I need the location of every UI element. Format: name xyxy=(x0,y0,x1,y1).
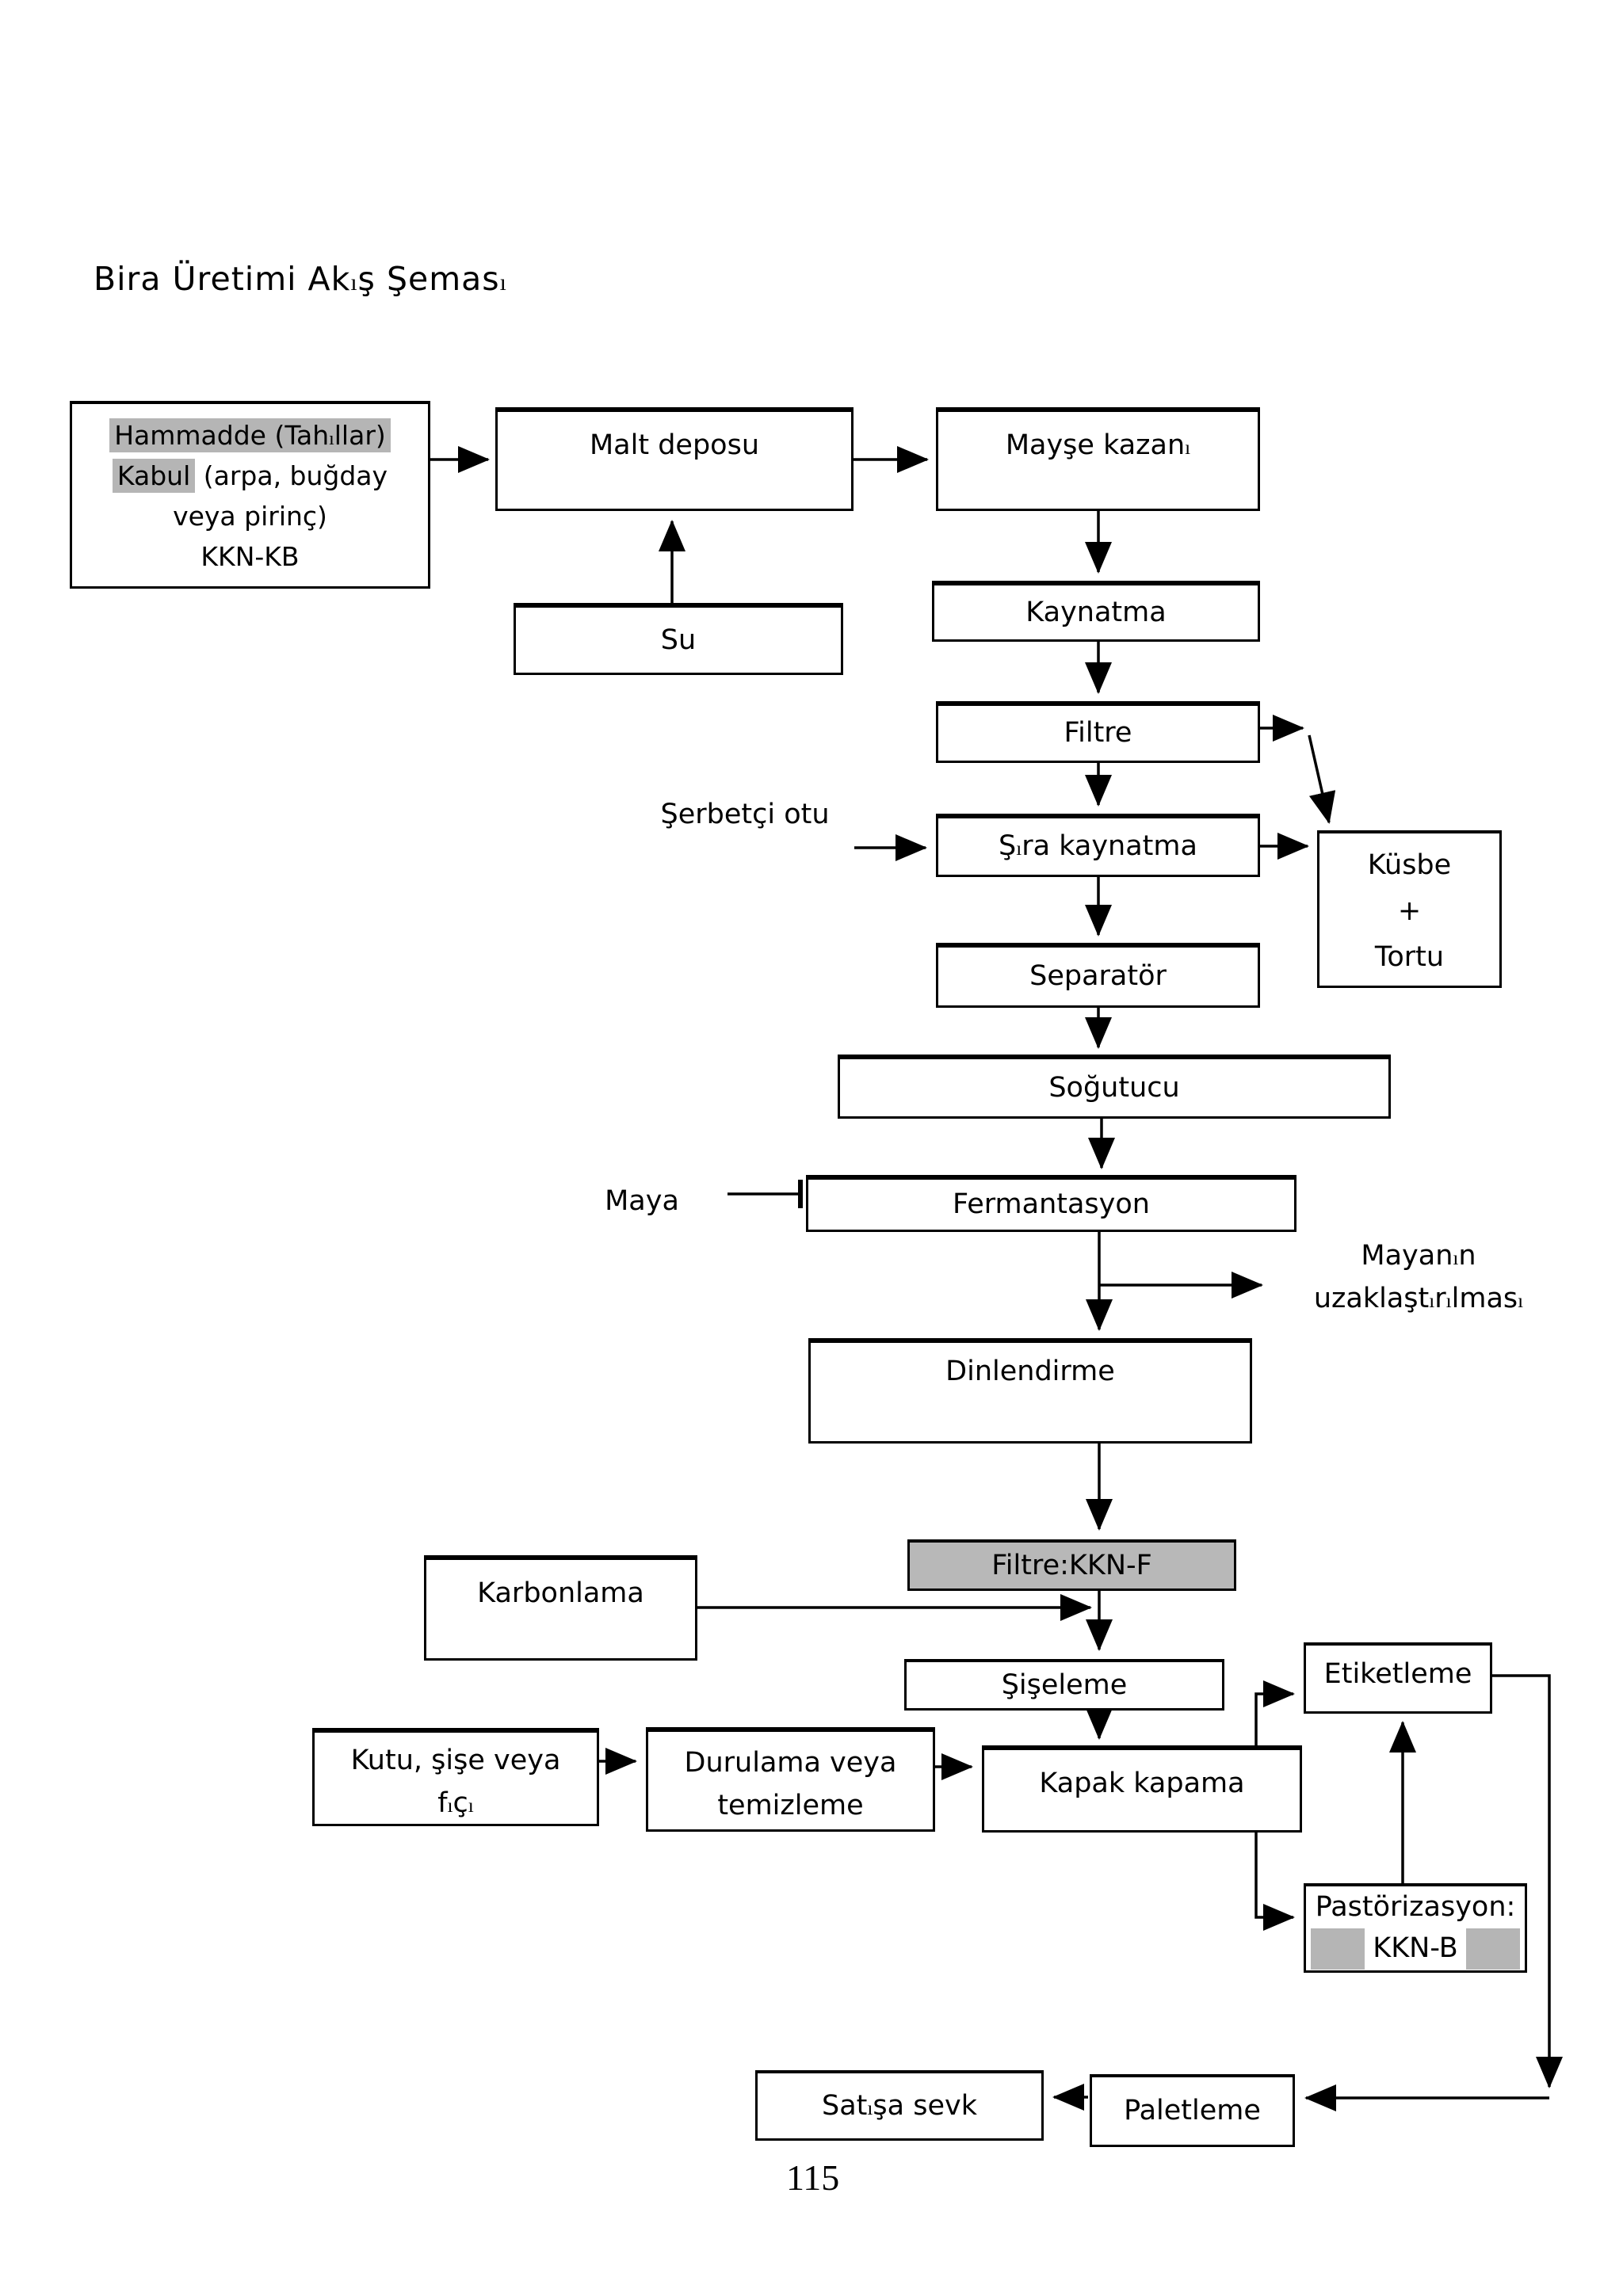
node-siseleme: Şişeleme xyxy=(904,1659,1224,1711)
kutu-line1: Kutu, şişe veya xyxy=(350,1745,561,1776)
kaynatma-label: Kaynatma xyxy=(1025,596,1167,628)
hammadde-line3: veya pirinç) xyxy=(173,501,327,532)
node-etiketleme: Etiketleme xyxy=(1304,1642,1492,1714)
mayanin-line1: Mayanın xyxy=(1361,1240,1476,1272)
node-malt-deposu: Malt deposu xyxy=(495,407,854,511)
hammadde-kabul-highlight: Kabul xyxy=(112,459,196,494)
node-su: Su xyxy=(514,603,843,675)
node-sogutucu: Soğutucu xyxy=(838,1055,1391,1119)
etiketleme-label: Etiketleme xyxy=(1323,1658,1472,1690)
durulama-line1: Durulama veya xyxy=(684,1747,897,1779)
kusbe-line1: Küsbe xyxy=(1367,849,1452,881)
node-paletleme: Paletleme xyxy=(1090,2074,1295,2147)
node-karbonlama: Karbonlama xyxy=(424,1555,697,1661)
hammadde-line4: KKN-KB xyxy=(200,541,300,573)
node-kusbe-tortu: Küsbe + Tortu xyxy=(1317,830,1502,988)
node-dinlendirme: Dinlendirme xyxy=(808,1338,1252,1444)
filtre-label: Filtre xyxy=(1064,717,1132,749)
node-kaynatma: Kaynatma xyxy=(932,581,1260,642)
page-title: Bira Üretimi Akış Şeması xyxy=(94,260,507,298)
label-mayanin-uzaklastirilmasi: Mayanın uzaklaştırılması xyxy=(1284,1234,1553,1321)
pastorizasyon-line1: Pastörizasyon: xyxy=(1315,1891,1516,1923)
kapak-kapama-label: Kapak kapama xyxy=(1039,1768,1245,1799)
paletleme-label: Paletleme xyxy=(1124,2095,1261,2127)
page-number: 115 xyxy=(786,2157,840,2198)
node-fermantasyon: Fermantasyon xyxy=(806,1175,1296,1232)
connector-etiketleme-down xyxy=(1492,1674,1563,2088)
node-satisa-sevk: Satışa sevk xyxy=(755,2070,1044,2141)
pastorizasyon-gray-bar-right xyxy=(1465,1928,1521,1970)
pastorizasyon-line2: KKN-B xyxy=(1373,1932,1458,1965)
satisa-sevk-label: Satışa sevk xyxy=(822,2089,977,2122)
node-kapak-kapama: Kapak kapama xyxy=(982,1745,1302,1833)
node-filtre: Filtre xyxy=(936,701,1260,763)
kusbe-line3: Tortu xyxy=(1374,940,1445,973)
connector-kapak-pastorizasyon xyxy=(1254,1833,1295,1931)
mayse-kazani-label: Mayşe kazanı xyxy=(1005,429,1191,461)
siseleme-label: Şişeleme xyxy=(1001,1669,1128,1701)
sogutucu-label: Soğutucu xyxy=(1048,1071,1180,1104)
fermantasyon-label: Fermantasyon xyxy=(953,1188,1150,1221)
separator-label: Separatör xyxy=(1029,960,1167,993)
su-label: Su xyxy=(660,624,697,656)
connector-kapak-etiketleme xyxy=(1254,1680,1295,1745)
connector-filtre-kusbe-diagonal xyxy=(1308,734,1336,824)
malt-deposu-label: Malt deposu xyxy=(589,429,760,461)
node-pastorizasyon: Pastörizasyon: KKN-B xyxy=(1304,1883,1527,1973)
durulama-line2: temizleme xyxy=(717,1790,864,1822)
sira-kaynatma-label: Şıra kaynatma xyxy=(999,830,1197,863)
node-filtre-kkn-f: Filtre:KKN-F xyxy=(907,1539,1236,1591)
node-sira-kaynatma: Şıra kaynatma xyxy=(936,814,1260,877)
kutu-line2: fıçı xyxy=(437,1787,474,1820)
kusbe-line2: + xyxy=(1397,894,1422,927)
node-kutu-sise-fici: Kutu, şişe veya fıçı xyxy=(312,1728,599,1826)
pastorizasyon-gray-bar-left xyxy=(1311,1928,1365,1970)
node-hammadde-kabul: Hammadde (Tahıllar) Kabul (arpa, buğday … xyxy=(70,401,430,589)
node-durulama: Durulama veya temizleme xyxy=(646,1727,935,1832)
node-separator: Separatör xyxy=(936,943,1260,1008)
dinlendirme-label: Dinlendirme xyxy=(945,1356,1115,1387)
node-mayse-kazani: Mayşe kazanı xyxy=(936,407,1260,511)
label-maya: Maya xyxy=(605,1185,679,1217)
pastorizasyon-kkn-row: KKN-B xyxy=(1311,1928,1521,1970)
mayanin-line2: uzaklaştırılması xyxy=(1313,1283,1524,1315)
hammadde-line1: Hammadde (Tahıllar) xyxy=(109,418,391,452)
hammadde-line2: (arpa, buğday xyxy=(195,460,388,492)
label-serbetci-otu: Şerbetçi otu xyxy=(660,799,830,830)
karbonlama-label: Karbonlama xyxy=(477,1577,644,1609)
filtre-kkn-f-label: Filtre:KKN-F xyxy=(991,1549,1152,1581)
